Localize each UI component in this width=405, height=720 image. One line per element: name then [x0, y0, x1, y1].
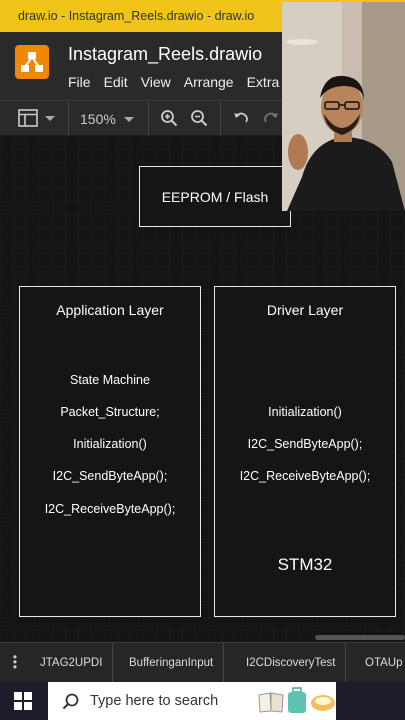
app-line-i2c-receive: I2C_ReceiveByteApp(); [44, 502, 176, 516]
application-layer-box[interactable]: Application Layer State Machine Packet_S… [19, 286, 201, 617]
tab-label: OTAUp [365, 657, 403, 669]
book-icon [258, 692, 284, 713]
zoom-dropdown[interactable]: 150% [80, 111, 136, 127]
tab-otaupdate[interactable]: OTAUp [355, 643, 405, 683]
driver-line-i2c-send: I2C_SendByteApp(); [247, 437, 363, 451]
tab-label: I2CDiscoveryTest [246, 657, 336, 669]
diagram-canvas[interactable]: EEPROM / Flash Application Layer State M… [0, 136, 405, 642]
zoom-out-button[interactable] [190, 109, 208, 127]
tab-bufferinganinput[interactable]: BufferinganInput [119, 643, 225, 683]
webcam-overlay [282, 2, 405, 211]
toolbar-divider [68, 102, 69, 136]
redo-icon [264, 112, 278, 123]
drawio-logo-icon[interactable] [15, 45, 49, 79]
menu-extras[interactable]: Extra [246, 74, 280, 90]
search-icon [62, 693, 79, 710]
application-layer-title: Application Layer [56, 302, 164, 318]
eeprom-flash-box[interactable]: EEPROM / Flash [139, 166, 291, 227]
eeprom-flash-label: EEPROM / Flash [161, 188, 269, 205]
undo-button[interactable] [232, 109, 250, 127]
redo-button[interactable] [262, 109, 280, 127]
tab-label: JTAG2UPDI [40, 657, 103, 669]
pages-menu-icon[interactable]: ••• [12, 650, 18, 674]
chevron-down-icon [45, 116, 55, 121]
menu-arrange[interactable]: Arrange [183, 74, 234, 90]
taskbar-decor [256, 686, 336, 716]
page-tabs: ••• JTAG2UPDI BufferinganInput I2CDiscov… [0, 642, 405, 683]
app-line-state-machine: State Machine [70, 373, 150, 387]
document-title[interactable]: Instagram_Reels.drawio [68, 44, 263, 64]
toolbar-divider [148, 102, 149, 136]
windows-logo-icon [14, 692, 32, 710]
toolbar-divider [220, 102, 221, 136]
chevron-down-icon [123, 117, 134, 122]
driver-line-i2c-receive: I2C_ReceiveByteApp(); [239, 469, 371, 483]
search-placeholder: Type here to search [90, 693, 219, 709]
driver-line-initialization: Initialization() [268, 405, 342, 419]
stm32-label: STM32 [277, 555, 333, 574]
windows-taskbar: Type here to search [0, 682, 405, 720]
tab-label: BufferinganInput [129, 657, 214, 669]
menu-view[interactable]: View [140, 74, 171, 90]
panel-layout-icon [18, 109, 38, 127]
format-panel-toggle[interactable] [18, 109, 57, 127]
zoom-out-icon [191, 110, 208, 127]
presenter-video-image [282, 2, 405, 211]
app-line-i2c-send: I2C_SendByteApp(); [52, 469, 168, 483]
undo-icon [234, 112, 248, 123]
zoom-in-button[interactable] [160, 109, 178, 127]
tab-i2cdiscoverytest[interactable]: I2CDiscoveryTest [236, 643, 347, 683]
zoom-level: 150% [80, 111, 116, 127]
app-line-packet-structure: Packet_Structure; [60, 405, 160, 419]
driver-layer-box[interactable]: Driver Layer Initialization() I2C_SendBy… [214, 286, 396, 617]
menu-file[interactable]: File [68, 74, 91, 90]
horizontal-scrollbar[interactable] [315, 635, 405, 640]
window-title: draw.io - Instagram_Reels.drawio - draw.… [18, 9, 255, 23]
menu-edit[interactable]: Edit [103, 74, 128, 90]
food-icon [311, 695, 335, 711]
luggage-icon [288, 687, 306, 713]
menu-bar: File Edit View Arrange Extra [68, 74, 279, 90]
driver-layer-title: Driver Layer [266, 302, 344, 318]
app-line-initialization: Initialization() [73, 437, 147, 451]
start-button[interactable] [0, 682, 46, 720]
tab-jtag2updi[interactable]: JTAG2UPDI [30, 643, 114, 683]
zoom-in-icon [161, 110, 178, 127]
app-header: Instagram_Reels.drawio File Edit View Ar… [0, 32, 405, 100]
